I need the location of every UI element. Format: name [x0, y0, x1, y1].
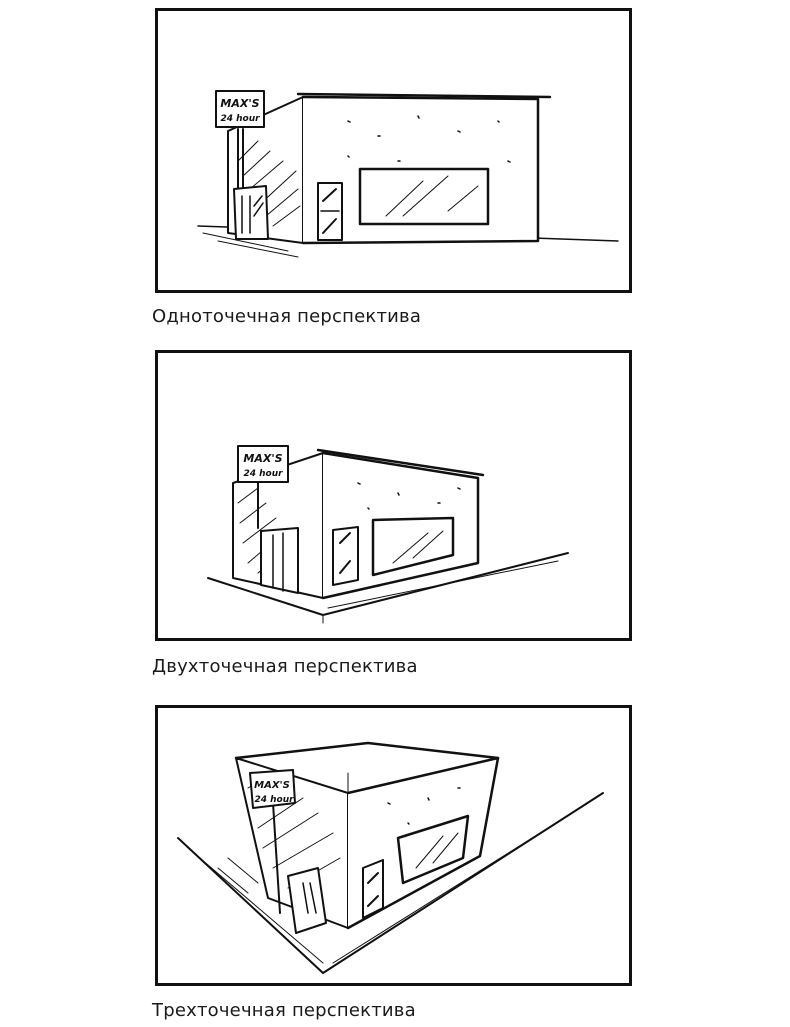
two-point-perspective-frame: MAX'S 24 hour [155, 350, 632, 641]
sign-line1: MAX'S [243, 452, 282, 465]
sign-line2: 24 hour [243, 469, 283, 479]
two-point-building-drawing: MAX'S 24 hour [207, 445, 569, 624]
sign-line1: MAX'S [220, 97, 259, 110]
one-point-caption: Одноточечная перспектива [152, 306, 422, 327]
one-point-perspective-frame: MAX'S 24 hour [155, 8, 632, 293]
three-point-perspective-frame: MAX'S 24 hour [155, 705, 632, 986]
two-point-caption: Двухточечная перспектива [152, 656, 418, 677]
three-point-building-drawing: MAX'S 24 hour [177, 741, 604, 974]
one-point-building-drawing: MAX'S 24 hour [197, 90, 619, 258]
sign-line2: 24 hour [220, 114, 260, 124]
sign-line2: 24 hour [254, 795, 294, 805]
sign-line1: MAX'S [254, 780, 290, 791]
three-point-caption: Трехточечная перспектива [152, 1000, 416, 1021]
